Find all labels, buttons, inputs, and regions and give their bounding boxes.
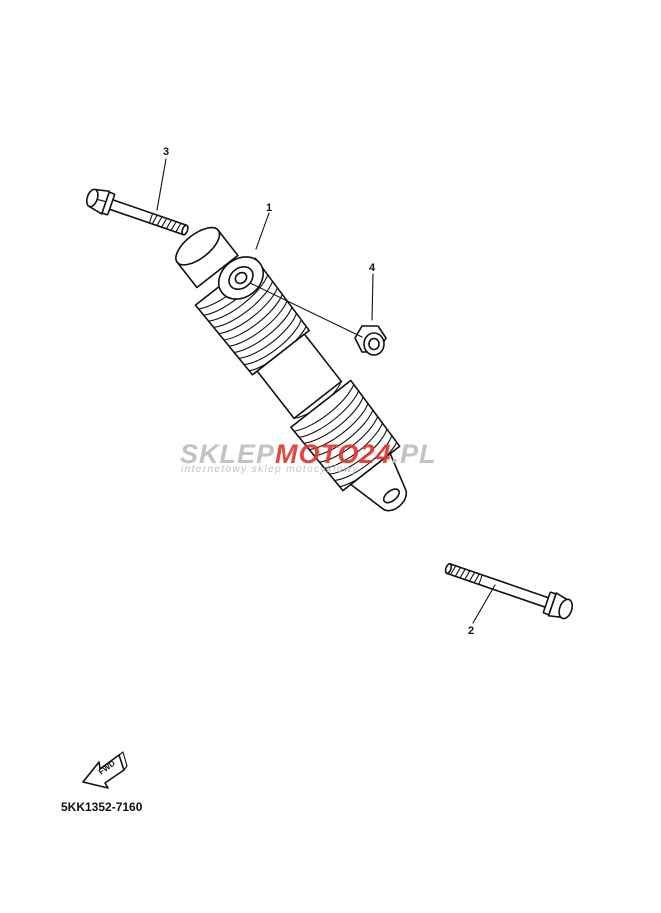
callout-3: 3 xyxy=(163,146,169,158)
shock-absorber-part-1 xyxy=(175,226,408,512)
watermark-brand-part2: MOTO xyxy=(275,439,360,469)
watermark-tagline: internetowy sklep motocyklowy xyxy=(181,464,359,475)
lower-bolt-part-2 xyxy=(444,562,574,620)
watermark-logo: SKLEPMOTO24.PL internetowy sklep motocyk… xyxy=(180,439,437,475)
callout-1: 1 xyxy=(266,202,272,214)
watermark-brand-part4: .PL xyxy=(392,439,437,469)
svg-text:SKLEPMOTO24.PL: SKLEPMOTO24.PL xyxy=(180,439,437,469)
callout-4: 4 xyxy=(369,262,376,274)
upper-bolt-part-3 xyxy=(85,188,189,236)
leader-lines xyxy=(156,158,496,624)
watermark-brand-part3: 24 xyxy=(359,439,392,469)
nut-part-4 xyxy=(354,325,387,356)
fwd-arrow-icon: FWD xyxy=(82,751,128,789)
callout-2: 2 xyxy=(468,625,474,637)
diagram-code: 5KK1352-7160 xyxy=(61,800,143,814)
watermark-brand-part1: SKLEP xyxy=(180,439,275,469)
